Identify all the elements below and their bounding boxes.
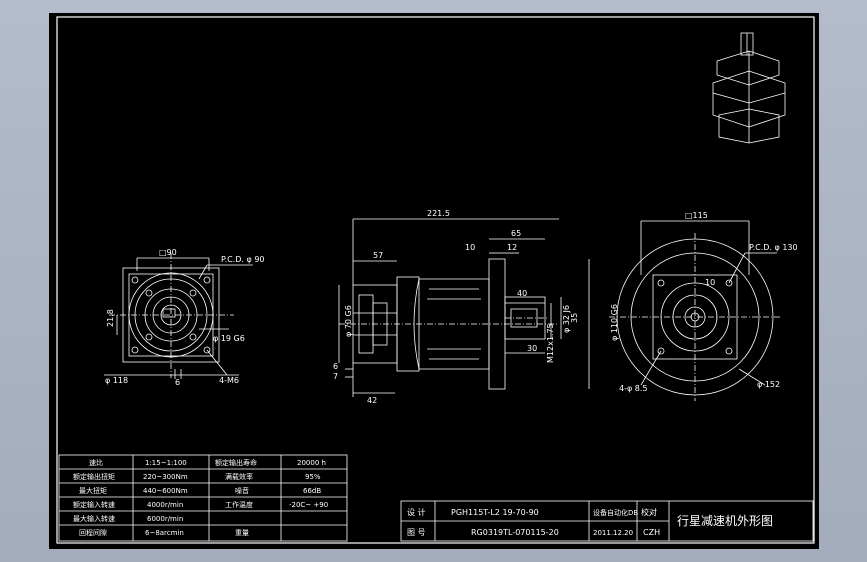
spec-cell: 1:15~1:100	[145, 459, 187, 467]
dim-side-7: 7	[333, 372, 338, 381]
title-block	[400, 500, 814, 542]
title-label-review: 校对	[641, 507, 657, 517]
dim-front-left-holes: 4-M6	[219, 376, 239, 385]
title-date: 2011.12.20	[593, 529, 633, 537]
dim-side-10: 10	[465, 243, 475, 252]
dim-front-right-holes: 4-φ 8.5	[619, 384, 648, 393]
dim-front-left-width: □90	[159, 248, 177, 257]
dim-side-6: 6	[333, 362, 338, 371]
title-drawing-no: RG0319TL-070115-20	[471, 528, 559, 537]
title-process: 设备自动化DB	[593, 508, 638, 517]
spec-cell: 额定输出寿命	[215, 458, 257, 467]
dim-side-57: 57	[373, 251, 383, 260]
dim-front-right-dia: φ 152	[757, 380, 780, 389]
dim-side-m12: M12x1.75	[546, 323, 555, 363]
dim-front-left-key: 21.8	[106, 309, 115, 327]
dim-side-110g6: φ 110 G6	[610, 304, 619, 341]
spec-cell: 95%	[305, 473, 321, 481]
spec-cell: 最大输入转速	[73, 514, 115, 523]
spec-cell: 66dB	[303, 487, 321, 495]
dim-side-32: φ 32 J6	[562, 305, 571, 333]
title-initials: CZH	[643, 528, 660, 537]
dim-side-total: 221.5	[427, 209, 450, 218]
spec-table-text: 速比 1:15~1:100 额定输出寿命 20000 h 额定输出扭矩 220~…	[73, 458, 328, 537]
spec-cell: 6~8arcmin	[145, 529, 184, 537]
spec-cell: 噪音	[235, 486, 249, 495]
isometric-thumbnail	[712, 32, 786, 144]
front-view-right	[609, 220, 781, 401]
dim-side-30: 30	[527, 344, 537, 353]
spec-cell: 220~300Nm	[143, 473, 188, 481]
dim-side-42: 42	[367, 396, 377, 405]
dim-front-left-6: 6	[175, 378, 180, 387]
spec-cell: 满载效率	[225, 472, 253, 481]
dim-side-35: 35	[570, 313, 579, 323]
dim-front-right-width: □115	[685, 211, 708, 220]
spec-cell: 速比	[89, 458, 103, 467]
dim-front-right-pcd: P.C.D. φ 130	[749, 243, 798, 252]
dim-front-left-dia: φ 118	[105, 376, 128, 385]
spec-cell: -20C~ +90	[289, 501, 328, 509]
dim-front-right-10: 10	[705, 278, 715, 287]
spec-cell: 工作温度	[225, 500, 253, 509]
spec-cell: 额定输出扭矩	[73, 472, 115, 481]
dim-side-65: 65	[511, 229, 521, 238]
dim-front-left-pcd: P.C.D. φ 90	[221, 255, 265, 264]
dim-front-left-shaft: φ 19 G6	[213, 334, 245, 343]
side-view	[338, 218, 590, 397]
title-label-design: 设 计	[407, 507, 426, 517]
dim-side-40: 40	[517, 289, 527, 298]
spec-cell: 440~600Nm	[143, 487, 188, 495]
title-main: 行星减速机外形图	[677, 514, 773, 528]
dim-side-70g6: φ 70 G6	[344, 305, 353, 337]
spec-cell: 20000 h	[297, 459, 326, 467]
spec-cell: 6000r/min	[147, 515, 183, 523]
title-model: PGH115T-L2 19-70-90	[451, 508, 539, 517]
spec-cell: 回程间隙	[79, 528, 107, 537]
drawing-canvas[interactable]: □90 P.C.D. φ 90 φ 19 G6 21.8 φ 118 6 4-M…	[49, 13, 819, 549]
title-label-drawing-no: 图 号	[407, 528, 426, 537]
spec-table	[58, 454, 348, 542]
dim-side-12: 12	[507, 243, 517, 252]
drawing-border	[56, 16, 815, 544]
spec-cell: 最大扭矩	[79, 486, 107, 495]
spec-cell: 4000r/min	[147, 501, 183, 509]
front-view-left	[104, 253, 253, 379]
spec-cell: 重量	[235, 529, 249, 537]
spec-cell: 额定输入转速	[73, 500, 115, 509]
